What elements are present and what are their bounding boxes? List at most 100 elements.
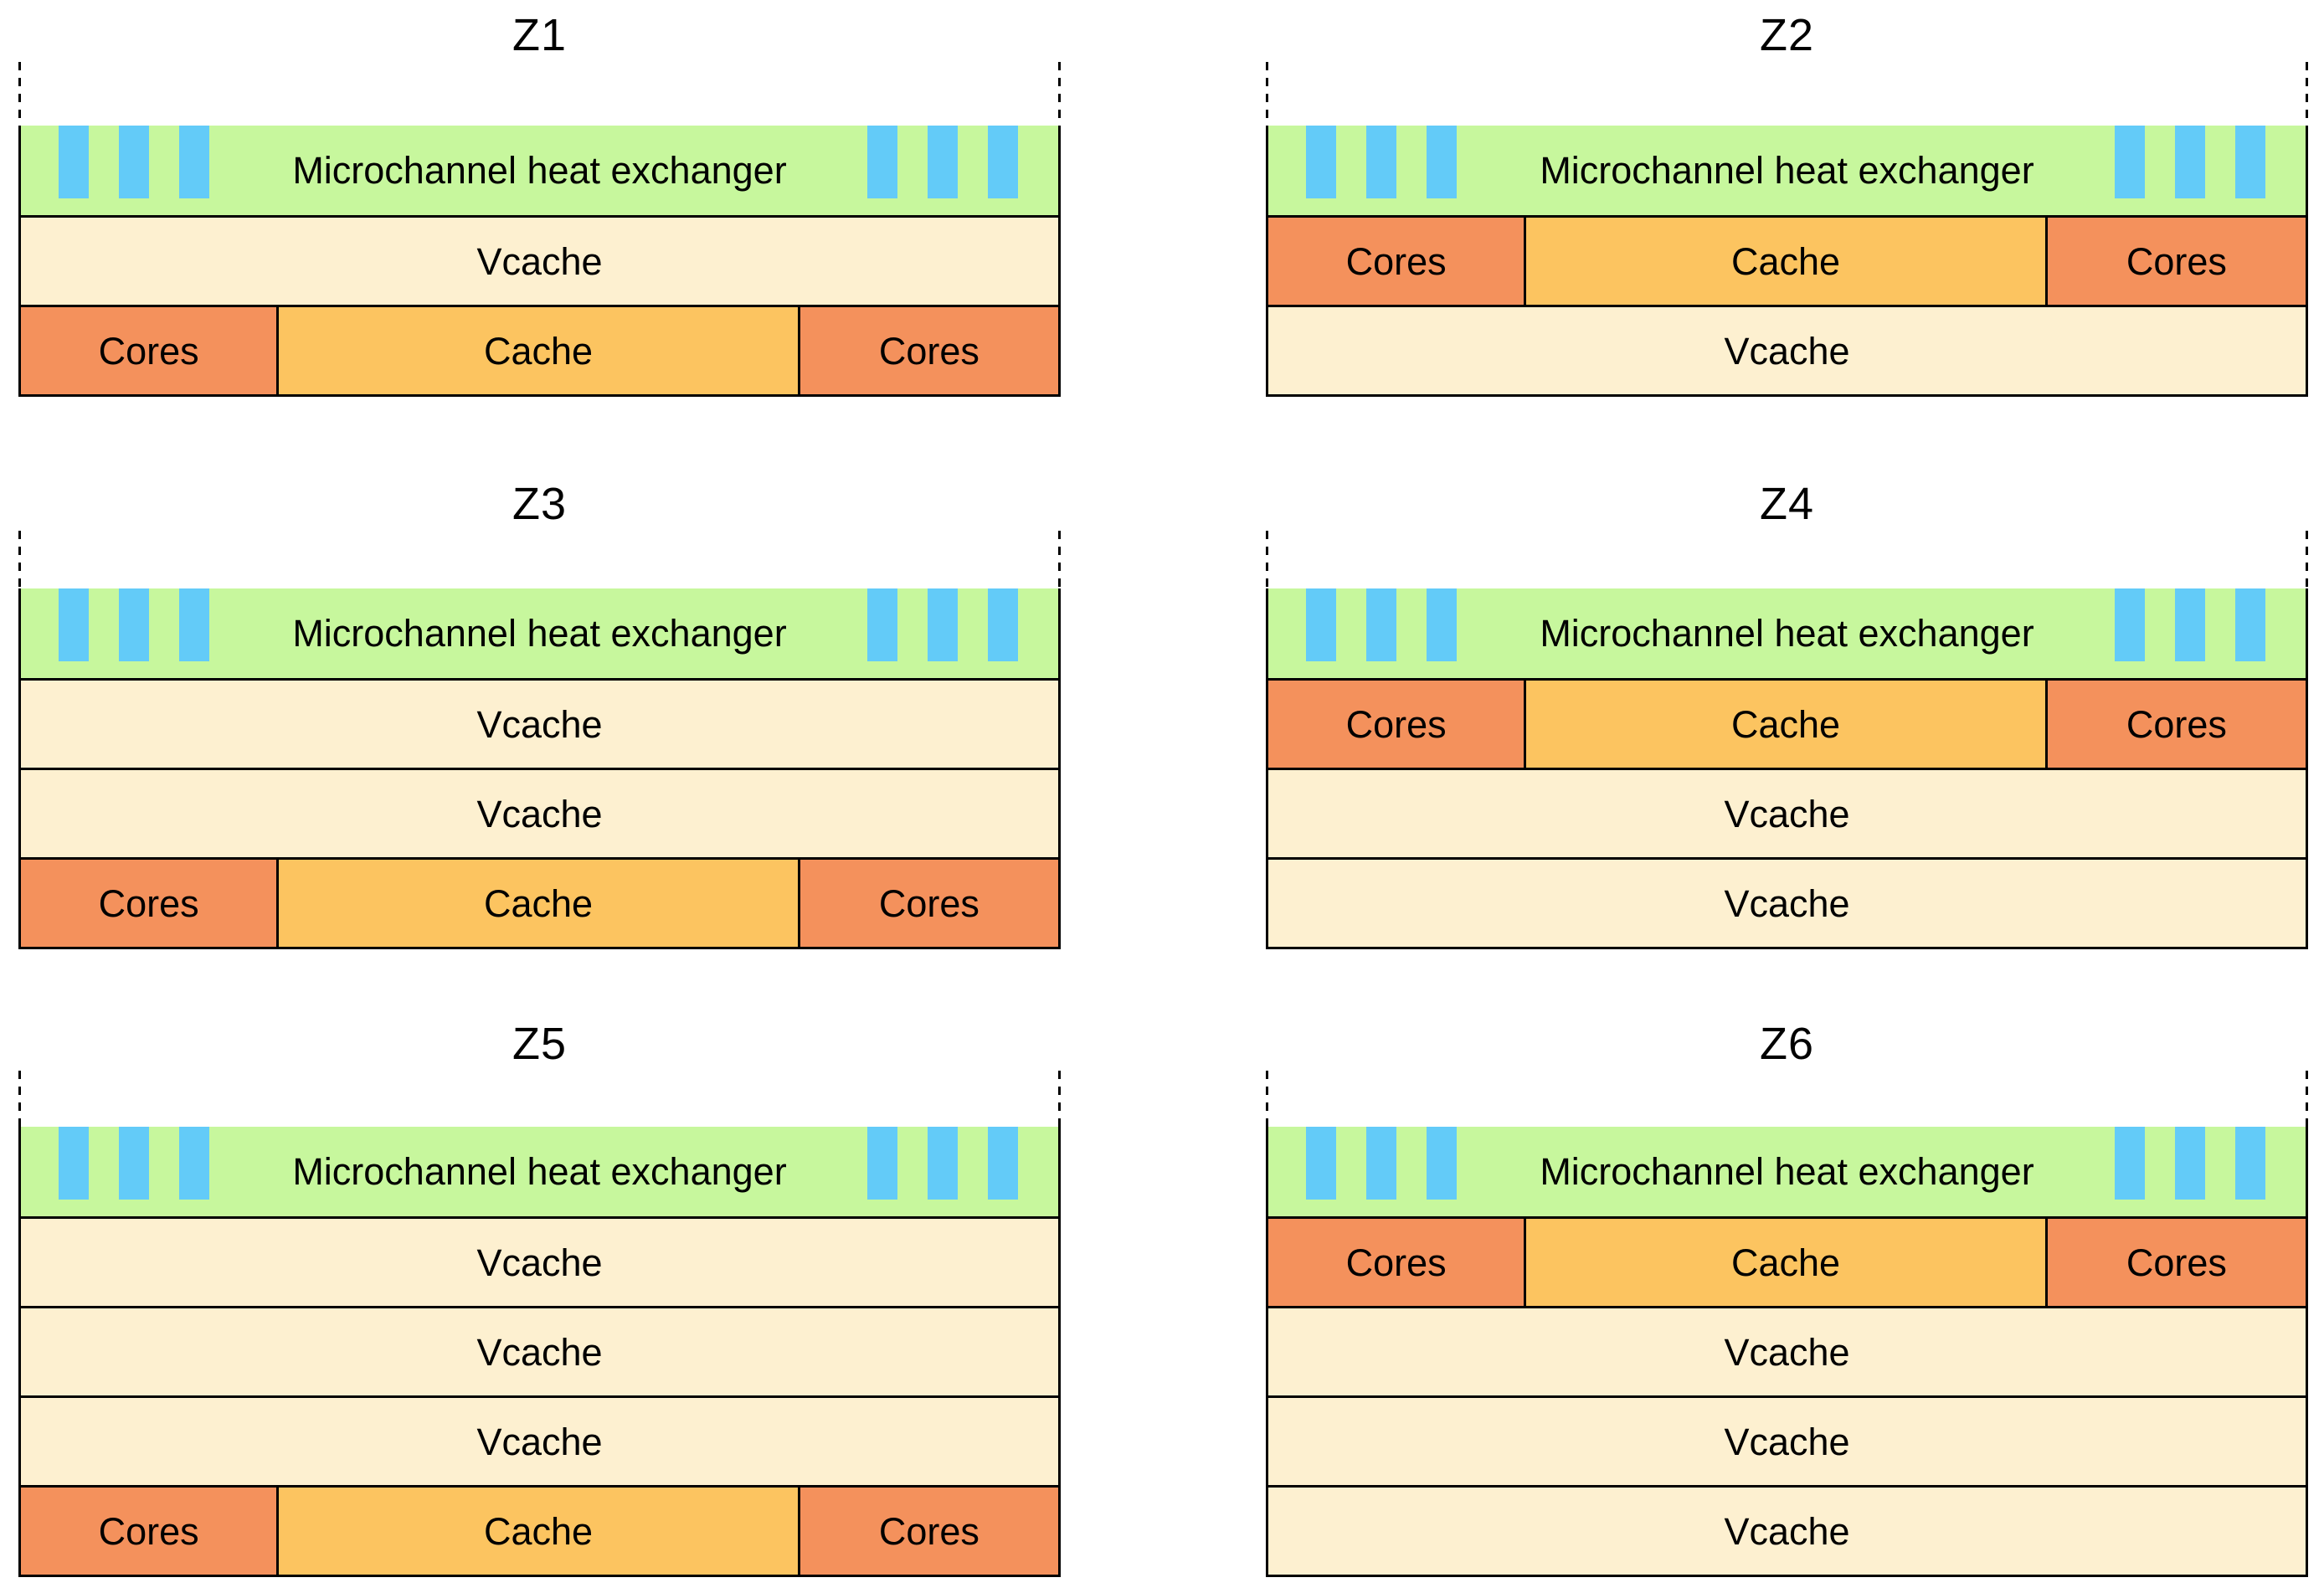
cores-segment: Cores <box>1266 215 1527 307</box>
cores-cache-layer: Cores Cache Cores <box>18 1485 1061 1577</box>
vcache-layer: Vcache <box>1266 768 2308 860</box>
coolant-channel-stripes-left <box>1306 126 1457 198</box>
coolant-channel-stripes-left <box>1306 588 1457 661</box>
layer-stack: Microchannel heat exchanger Cores Cache … <box>1266 1127 2308 1577</box>
layer-label: Microchannel heat exchanger <box>1540 1150 2034 1193</box>
panel-title: Z1 <box>512 10 568 60</box>
layer-stack: Microchannel heat exchanger Cores Cache … <box>1266 588 2308 949</box>
coolant-channel-stripes-right <box>867 1127 1018 1200</box>
segment-label: Cores <box>98 881 199 925</box>
segment-label: Cores <box>1345 702 1447 746</box>
coolant-channel-stripes-right <box>2115 126 2265 198</box>
cores-segment: Cores <box>18 305 280 397</box>
layer-stack: Microchannel heat exchanger Cores Cache … <box>1266 126 2308 397</box>
layer-label: Vcache <box>1724 329 1850 373</box>
layer-label: Vcache <box>1724 1330 1850 1374</box>
die-edge-dashed-line-left <box>18 531 21 588</box>
coolant-channel-stripes-right <box>2115 1127 2265 1200</box>
die-outline-zone <box>1266 1071 2308 1127</box>
die-outline-zone <box>18 62 1061 126</box>
microchannel-heat-exchanger-layer: Microchannel heat exchanger <box>1266 588 2308 681</box>
layer-label: Vcache <box>476 792 603 835</box>
microchannel-heat-exchanger-layer: Microchannel heat exchanger <box>18 1127 1061 1219</box>
layer-label: Vcache <box>476 239 603 283</box>
segment-label: Cores <box>2126 702 2227 746</box>
vcache-layer: Vcache <box>18 1306 1061 1398</box>
cache-segment: Cache <box>276 1485 800 1577</box>
cores-segment: Cores <box>1266 678 1527 770</box>
cores-segment: Cores <box>2044 1216 2308 1308</box>
cache-segment: Cache <box>276 305 800 397</box>
layer-stack: Microchannel heat exchanger Vcache Vcach… <box>18 1127 1061 1577</box>
panel-title: Z2 <box>1759 10 1815 60</box>
vcache-layer: Vcache <box>1266 1485 2308 1577</box>
layer-label: Microchannel heat exchanger <box>1540 149 2034 192</box>
cores-segment: Cores <box>18 1485 280 1577</box>
cache-segment: Cache <box>1524 1216 2048 1308</box>
microchannel-heat-exchanger-layer: Microchannel heat exchanger <box>18 126 1061 218</box>
die-edge-dashed-line-right <box>2306 62 2308 126</box>
layer-label: Microchannel heat exchanger <box>292 1150 787 1193</box>
microchannel-heat-exchanger-layer: Microchannel heat exchanger <box>18 588 1061 681</box>
cores-segment: Cores <box>18 857 280 949</box>
panel-title: Z3 <box>512 479 568 529</box>
segment-label: Cache <box>483 881 594 925</box>
panel-z5: Z5 Microchannel heat exchanger Vcache Vc… <box>18 1017 1061 1577</box>
vcache-layer: Vcache <box>1266 1395 2308 1488</box>
segment-label: Cache <box>483 329 594 373</box>
cache-segment: Cache <box>276 857 800 949</box>
coolant-channel-stripes-left <box>59 588 209 661</box>
coolant-channel-stripes-left <box>59 126 209 198</box>
cores-segment: Cores <box>2044 215 2308 307</box>
coolant-channel-stripes-left <box>1306 1127 1457 1200</box>
segment-label: Cores <box>878 881 979 925</box>
cache-segment: Cache <box>1524 678 2048 770</box>
cores-cache-layer: Cores Cache Cores <box>18 305 1061 397</box>
layer-label: Vcache <box>1724 881 1850 925</box>
segment-label: Cache <box>483 1509 594 1553</box>
coolant-channel-stripes-right <box>867 588 1018 661</box>
die-outline-zone <box>1266 62 2308 126</box>
cores-cache-layer: Cores Cache Cores <box>1266 1216 2308 1308</box>
cores-segment: Cores <box>797 857 1061 949</box>
die-edge-dashed-line-left <box>1266 1071 1268 1127</box>
segment-label: Cores <box>2126 1241 2227 1284</box>
segment-label: Cores <box>878 329 979 373</box>
die-edge-dashed-line-left <box>1266 62 1268 126</box>
die-edge-dashed-line-left <box>18 1071 21 1127</box>
layer-label: Vcache <box>476 702 603 746</box>
panel-z1: Z1 Microchannel heat exchanger Vcache Co… <box>18 8 1061 397</box>
panel-title: Z6 <box>1759 1019 1815 1069</box>
die-outline-zone <box>18 531 1061 588</box>
segment-label: Cache <box>1730 1241 1841 1284</box>
die-edge-dashed-line-right <box>1058 531 1061 588</box>
cores-segment: Cores <box>1266 1216 1527 1308</box>
segment-label: Cores <box>878 1509 979 1553</box>
segment-label: Cores <box>98 329 199 373</box>
layer-stack: Microchannel heat exchanger Vcache Vcach… <box>18 588 1061 949</box>
die-edge-dashed-line-right <box>1058 62 1061 126</box>
cache-segment: Cache <box>1524 215 2048 307</box>
segment-label: Cores <box>1345 239 1447 283</box>
segment-label: Cache <box>1730 702 1841 746</box>
coolant-channel-stripes-right <box>2115 588 2265 661</box>
vcache-layer: Vcache <box>1266 305 2308 397</box>
vcache-layer: Vcache <box>18 1395 1061 1488</box>
segment-label: Cache <box>1730 239 1841 283</box>
microchannel-heat-exchanger-layer: Microchannel heat exchanger <box>1266 1127 2308 1219</box>
layer-label: Vcache <box>476 1241 603 1284</box>
layer-label: Vcache <box>476 1420 603 1463</box>
vcache-layer: Vcache <box>18 678 1061 770</box>
die-outline-zone <box>1266 531 2308 588</box>
panel-z3: Z3 Microchannel heat exchanger Vcache Vc… <box>18 477 1061 949</box>
cores-cache-layer: Cores Cache Cores <box>18 857 1061 949</box>
die-edge-dashed-line-left <box>18 62 21 126</box>
segment-label: Cores <box>98 1509 199 1553</box>
panel-z4: Z4 Microchannel heat exchanger Cores Cac… <box>1266 477 2308 949</box>
cores-segment: Cores <box>2044 678 2308 770</box>
cores-cache-layer: Cores Cache Cores <box>1266 215 2308 307</box>
panel-z6: Z6 Microchannel heat exchanger Cores Cac… <box>1266 1017 2308 1577</box>
layer-label: Vcache <box>1724 1420 1850 1463</box>
layer-label: Vcache <box>476 1330 603 1374</box>
